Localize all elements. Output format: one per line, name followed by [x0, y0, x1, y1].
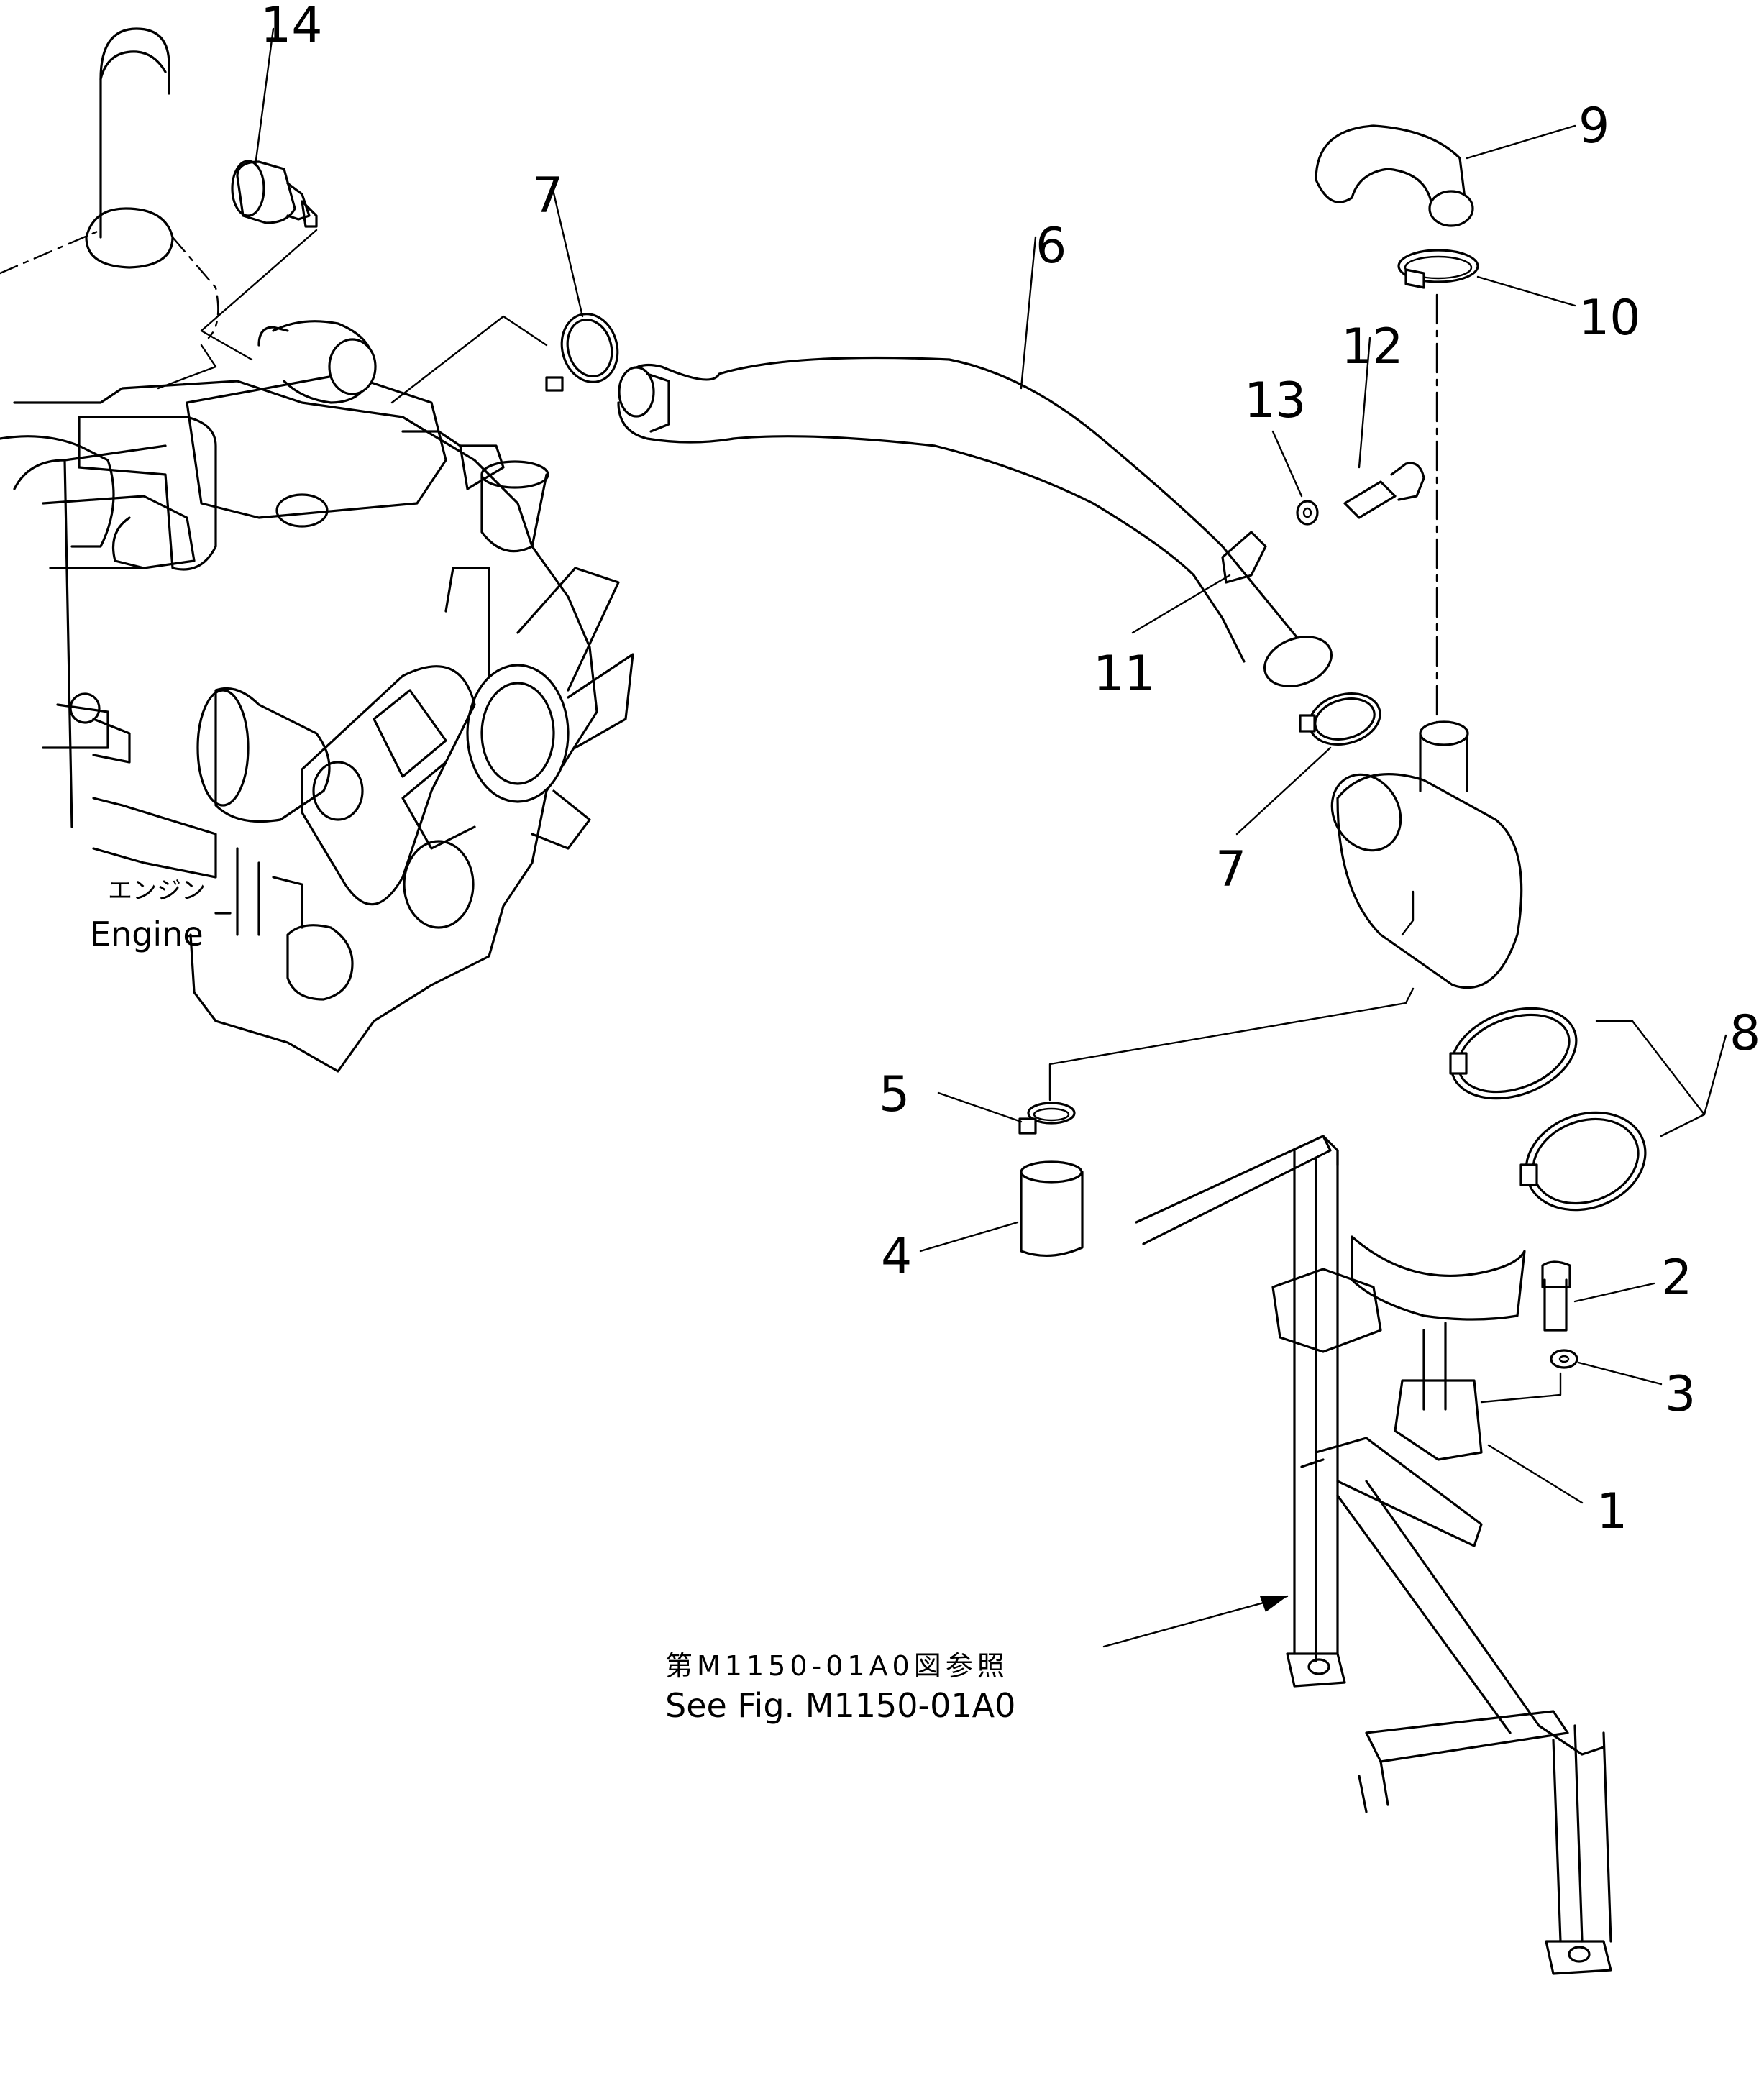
- muffler: [1330, 720, 1523, 989]
- reference-arrow: [1102, 1595, 1289, 1648]
- see-fig-label-en: See Fig. M1150-01A0: [665, 1686, 1015, 1725]
- callout-14: 14: [260, 0, 323, 54]
- part-7-clamp-lower: [1235, 692, 1381, 836]
- part-4-tube: [919, 1160, 1084, 1257]
- part-10-clamp: [1397, 249, 1576, 307]
- callout-1: 1: [1596, 1483, 1627, 1540]
- cooling-fan: [401, 567, 634, 850]
- part-1-bracket-stand: [1135, 1135, 1612, 1975]
- callout-8: 8: [1729, 1005, 1760, 1062]
- callout-3: 3: [1665, 1366, 1696, 1423]
- part-3-washer: [1550, 1349, 1663, 1386]
- callout-11: 11: [1093, 646, 1156, 702]
- callout-7-upper: 7: [532, 168, 563, 224]
- engine-label-en: Engine: [90, 915, 204, 953]
- part-11-hose-end: [1131, 531, 1333, 687]
- callout-6: 6: [1036, 218, 1066, 275]
- callout-9: 9: [1578, 98, 1609, 155]
- callout-4: 4: [881, 1228, 912, 1285]
- part-7-clamp-upper: [390, 186, 619, 404]
- callout-7-lower: 7: [1215, 841, 1246, 898]
- part-6-hose: [617, 236, 1224, 577]
- part-12-bolt: [1343, 337, 1425, 519]
- engine-assembly: [0, 27, 634, 1073]
- part-9-elbow: [1315, 124, 1576, 227]
- callout-13: 13: [1244, 372, 1307, 429]
- see-fig-label-jp: 第M1150-01A0図参照: [665, 1650, 1009, 1682]
- part-13-washer: [1271, 430, 1319, 526]
- part-5-small-clamp: [937, 987, 1415, 1135]
- callout-5: 5: [879, 1066, 910, 1123]
- callout-10: 10: [1578, 290, 1641, 347]
- part-8-band-clamps: [1449, 1007, 1727, 1212]
- engine-label-jp: エンジン: [108, 876, 206, 905]
- callout-2: 2: [1661, 1250, 1692, 1306]
- part-2-bolt: [1541, 1260, 1655, 1332]
- part-14-switch: [200, 27, 318, 361]
- callout-12: 12: [1341, 319, 1404, 375]
